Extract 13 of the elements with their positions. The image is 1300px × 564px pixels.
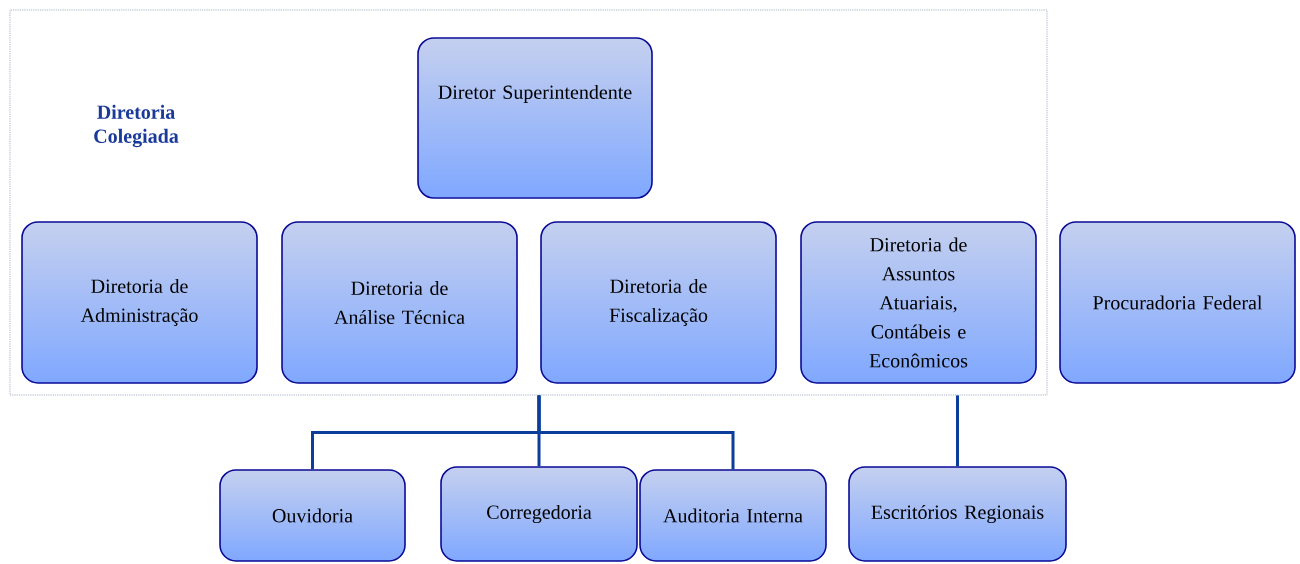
rounded-box: Corregedoria: [440, 466, 638, 562]
rounded-box: Escritórios Regionais: [848, 466, 1067, 562]
rounded-box: Procuradoria Federal: [1059, 221, 1296, 384]
group-label: Diretoria Colegiada: [94, 104, 179, 148]
rounded-box: Auditoria Interna: [639, 469, 827, 562]
connector-line: [537, 395, 735, 470]
connector-line: [956, 395, 959, 467]
rounded-box: Diretor Superintendente: [417, 37, 653, 199]
rounded-box: Ouvidoria: [219, 469, 406, 562]
rounded-box: Diretoria de Fiscalização: [540, 221, 777, 384]
rounded-box: Diretoria de Assuntos Atuariais, Contábeis e Econômicos: [800, 221, 1037, 384]
rounded-box: Diretoria de Análise Técnica: [281, 221, 518, 384]
rounded-box: Diretoria de Administração: [21, 221, 258, 384]
